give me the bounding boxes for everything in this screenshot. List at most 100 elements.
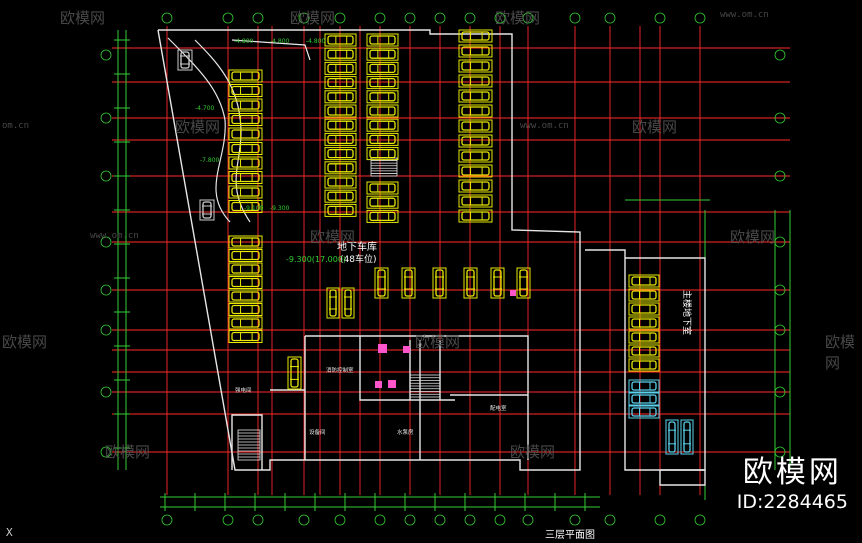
equipment-symbols xyxy=(375,290,516,388)
axis-bubble-col xyxy=(694,514,706,526)
axis-bubble-row xyxy=(100,284,112,296)
car-space xyxy=(366,209,399,223)
watermark: 欧模网 xyxy=(825,333,856,372)
axis-bubble-row xyxy=(774,112,786,124)
car-space xyxy=(628,330,660,344)
axis-bubble-row xyxy=(774,284,786,296)
car-space xyxy=(366,61,399,75)
car-space xyxy=(628,274,660,288)
car-space xyxy=(324,76,357,90)
car-space xyxy=(366,76,399,90)
car-space xyxy=(324,118,357,132)
car-space xyxy=(366,195,399,209)
watermark: 欧模网 xyxy=(310,228,356,246)
room-label: 消防控制室 xyxy=(326,366,354,374)
car-space-vertical xyxy=(490,267,505,299)
car-space xyxy=(458,209,493,223)
dimension-lines xyxy=(114,30,791,511)
car-space xyxy=(324,61,357,75)
room-label: 设备间 xyxy=(309,428,326,436)
axis-bubble-col xyxy=(654,514,666,526)
car-space xyxy=(458,149,493,163)
watermark: 欧模网 xyxy=(632,118,678,136)
watermark: 欧模网 xyxy=(495,9,541,27)
axis-bubble-col xyxy=(522,514,534,526)
car-space xyxy=(228,235,263,249)
car-space xyxy=(458,89,493,103)
axis-bubble-col xyxy=(569,514,581,526)
axis-bubble-row xyxy=(100,446,112,458)
axis-bubble-col xyxy=(374,12,386,24)
car-space xyxy=(324,189,357,203)
axis-bubble-col xyxy=(222,12,234,24)
car-space xyxy=(458,29,493,43)
car-space xyxy=(366,47,399,61)
car-space xyxy=(458,59,493,73)
car-space-vertical xyxy=(432,267,447,299)
car-space xyxy=(228,289,263,303)
axis-bubble-col xyxy=(464,514,476,526)
watermark-url: om.cn xyxy=(2,121,30,131)
car-space xyxy=(324,203,357,217)
car-space xyxy=(228,127,263,141)
car-space-vertical xyxy=(401,267,416,299)
car-space xyxy=(458,104,493,118)
car-space xyxy=(228,249,263,262)
car-space xyxy=(228,113,263,126)
car-space-vertical xyxy=(680,419,694,455)
axis-bubble-col xyxy=(252,12,264,24)
axis-bubble-row xyxy=(100,324,112,336)
car-space xyxy=(458,44,493,58)
axis-bubble-col xyxy=(404,514,416,526)
level-tag: -9.300 xyxy=(270,205,290,212)
car-space-vertical xyxy=(665,419,679,455)
level-tag: -4.800 xyxy=(270,38,290,45)
car-space xyxy=(228,330,263,343)
watermark: 欧模网 xyxy=(105,443,151,461)
car-space xyxy=(228,185,263,199)
right-tag: 主楼地下室 xyxy=(681,290,693,335)
watermark: 欧模网 xyxy=(290,9,336,27)
car-space-vertical xyxy=(516,267,531,299)
ramp-car xyxy=(177,49,193,71)
ramp-car xyxy=(199,199,215,221)
car-space xyxy=(228,276,263,289)
watermark: 欧模网 xyxy=(730,228,776,246)
axis-bubble-col xyxy=(434,514,446,526)
car-space xyxy=(458,194,493,208)
car-space xyxy=(228,262,263,276)
watermark-url: www.om.cn xyxy=(90,231,139,241)
car-space xyxy=(324,33,357,47)
car-space xyxy=(628,358,660,372)
axis-bubble-col xyxy=(374,514,386,526)
car-space xyxy=(628,316,660,330)
car-space xyxy=(228,98,263,112)
car-space-vertical xyxy=(463,267,478,299)
car-space xyxy=(366,104,399,118)
car-space xyxy=(228,84,263,97)
watermark-url: www.om.cn xyxy=(520,121,569,131)
elevation-main: -9.300(17.000) xyxy=(286,255,346,264)
level-tag: -4.800 xyxy=(234,38,254,45)
drawing-title: 三层平面图 xyxy=(545,529,595,541)
car-space xyxy=(324,161,357,175)
axis-bubble-row xyxy=(100,49,112,61)
garage-capacity: (48车位) xyxy=(340,253,376,265)
axis-bubble-row xyxy=(100,386,112,398)
site-logo-text: 欧模网 xyxy=(742,455,842,490)
axis-bubble-col xyxy=(334,514,346,526)
watermark: 欧模网 xyxy=(60,9,106,27)
car-space xyxy=(324,90,357,104)
axis-bubble-row xyxy=(774,386,786,398)
axis-bubble-col xyxy=(161,12,173,24)
car-space xyxy=(458,134,493,148)
watermark: 欧模网 xyxy=(510,443,556,461)
car-space xyxy=(366,118,399,132)
car-space xyxy=(628,392,660,406)
car-space xyxy=(228,200,263,213)
axis-bubble-col xyxy=(298,514,310,526)
entrance-ramp xyxy=(167,37,311,223)
car-space xyxy=(228,69,263,83)
axis-bubble-col xyxy=(604,12,616,24)
